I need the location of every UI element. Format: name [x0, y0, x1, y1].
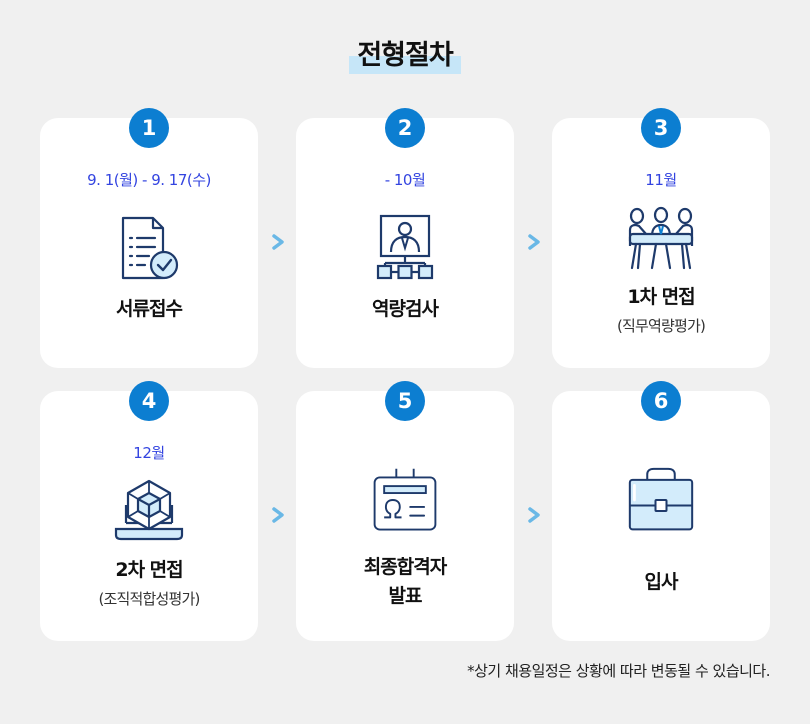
step-date: 9. 1(월) - 9. 17(수) [87, 171, 211, 189]
chevron-right-icon [272, 234, 284, 250]
step-sub: (조직적합성평가) [98, 590, 200, 608]
step-badge-5: 5 [385, 381, 425, 421]
step-date: 11월 [645, 171, 677, 189]
chevron-right-icon [528, 507, 540, 523]
step-label: 역량검사 [372, 298, 439, 320]
step-label: 서류접수 [116, 298, 183, 320]
step-badge-2: 2 [385, 108, 425, 148]
step-card-3: 11월 1차 면접 (직무역량평가) [552, 118, 770, 368]
step-badge-1: 1 [129, 108, 169, 148]
video-interview-icon [376, 214, 434, 280]
step-badge-3: 3 [641, 108, 681, 148]
step-card-1: 9. 1(월) - 9. 17(수) 서류접수 [40, 118, 258, 368]
step-label: 최종합격자 [363, 556, 447, 578]
step-date: 12월 [133, 444, 165, 462]
group-meeting-icon [628, 206, 694, 270]
step-sub: (직무역량평가) [616, 317, 706, 335]
footnote: *상기 채용일정은 상황에 따라 변동될 수 있습니다. [467, 662, 770, 680]
step-badge-4: 4 [129, 381, 169, 421]
laptop-cube-icon [114, 479, 184, 541]
step-card-4: 12월 2차 면접 (조직적합성평가) [40, 391, 258, 641]
step-label: 1차 면접 [627, 286, 695, 308]
page-title: 전형절차 [349, 38, 462, 74]
briefcase-icon [628, 467, 694, 531]
chevron-right-icon [272, 507, 284, 523]
step-badge-6: 6 [641, 381, 681, 421]
step-card-5: 최종합격자 발표 [296, 391, 514, 641]
step-label: 2차 면접 [115, 559, 183, 581]
step-date: - 10월 [384, 171, 426, 189]
title-area: 전형절차 [0, 38, 810, 74]
step-card-6: 입사 [552, 391, 770, 641]
step-card-2: - 10월 역량검사 [296, 118, 514, 368]
document-check-icon [121, 216, 179, 280]
step-label: 입사 [644, 571, 679, 593]
chevron-right-icon [528, 234, 540, 250]
id-badge-icon [373, 468, 437, 531]
step-label-line2: 발표 [388, 585, 423, 607]
